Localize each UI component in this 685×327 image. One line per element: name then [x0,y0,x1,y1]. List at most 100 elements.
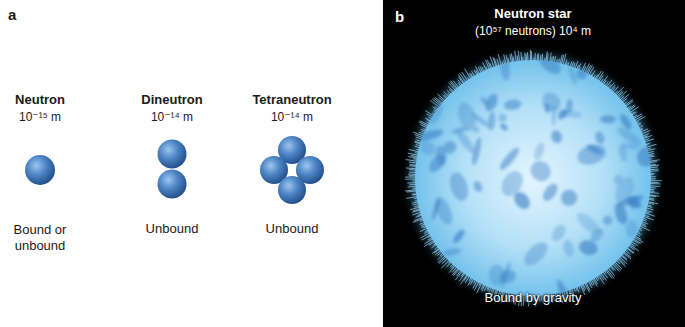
star-glow-spike [588,281,592,288]
star-glow-spike [422,235,431,240]
star-surface-patch [520,238,551,269]
star-glow-spike [609,83,614,89]
star-surface-patch [451,228,466,245]
star-surface-patch [497,145,521,172]
star-surface-patch [577,238,599,257]
star-glow-spike [420,228,427,231]
star-surface-patch [551,104,556,125]
star-glow-spike [554,56,555,63]
size-value: (10⁵⁷ neutrons) 10⁴ m [475,24,591,38]
size-value: 10⁻¹⁴ m [151,110,193,124]
star-glow-spike [409,165,416,167]
star-surface-patch [426,103,445,128]
star-glow-spike [646,144,657,147]
particle-name: Tetraneutron [252,92,331,108]
star-surface-patch [576,69,587,80]
star-surface-patch [562,238,576,258]
star-glow-spike [442,258,448,264]
star-glow-spike [441,260,449,268]
star-glow-spike [504,54,506,64]
star-glow-spike [538,53,539,61]
star-surface-patch [442,247,462,257]
star-glow-spike [405,177,416,178]
star-surface-patch [550,129,564,144]
star-glow-spike [405,190,417,191]
star-glow-spike [644,216,654,219]
star-glow-spike [410,207,420,209]
star-glow-spike [611,265,616,270]
star-glow-spike [409,162,417,163]
star-glow-spike [648,202,659,204]
star-surface-patch [415,127,444,143]
star-glow-spike [406,197,417,199]
star-glow-spike [408,174,416,175]
star-glow-spike [511,53,513,62]
star-glow-spike [602,76,608,84]
object-name: Neutron star [494,6,571,22]
star-glow-spike [550,52,551,62]
star-surface-patch [618,112,634,131]
star-glow-spike [582,63,586,72]
star-glow-spike [649,195,659,197]
star-glow-spike [416,215,422,217]
neutron-sphere [25,155,55,185]
star-glow-spike [650,183,661,185]
star-glow-spike [414,217,423,220]
star-glow-spike [650,180,662,181]
star-glow-spike [611,85,616,91]
star-surface-patch [543,103,551,114]
star-glow-spike [645,213,655,216]
star-glow-spike [531,51,532,61]
star-surface-patch [470,137,482,166]
star-glow-spike [413,132,424,136]
panel-letter: b [395,8,404,26]
star-glow-spike [506,55,508,64]
star-glow-spike [646,208,653,210]
star-surface-patch [630,200,638,210]
star-surface-patch [488,264,505,286]
star-surface-patch [447,170,471,203]
star-surface-patch [620,142,640,151]
star-glow-spike [526,54,527,61]
star-glow-spike [644,139,654,142]
star-surface-patch [625,220,637,238]
star-glow-spike [535,53,536,61]
particle-name: Neutron [15,92,65,108]
binding-note: Unbound [146,221,199,237]
star-glow-spike [600,274,604,280]
star-surface-patch [549,222,568,243]
binding-note: Bound by gravity [485,290,582,306]
star-glow-spike [406,160,418,162]
star-glow-spike [409,184,416,185]
star-surface-patch [594,131,606,146]
particle-name: Dineutron [141,92,202,108]
star-glow-spike [626,101,633,107]
star-glow-spike [497,59,499,66]
star-surface-patch [558,187,579,208]
star-glow-spike [650,170,659,172]
star-glow-spike [647,149,656,151]
star-surface-patch [600,115,616,123]
star-surface-patch [418,138,439,158]
star-glow-spike [452,267,457,273]
neutron-spheres [25,136,324,204]
star-glow-spike [635,116,643,120]
star-glow-spike [541,54,543,62]
star-glow-spike [598,275,604,284]
star-glow-spike [578,63,581,70]
star-surface-patch [497,167,527,200]
star-glow-spike [649,196,656,197]
star-glow-spike [649,165,659,167]
star-glow-spike [648,156,655,157]
star-glow-spike [515,51,517,62]
star-glow-spike [412,202,419,203]
star-glow-spike [453,81,459,88]
star-glow-spike [407,182,416,183]
star-glow-spike [473,281,477,289]
star-glow-spike [642,134,649,137]
star-glow-spike [409,172,416,173]
star-surface-patch [540,181,560,203]
star-glow-spike [450,81,457,89]
star-surface-patch [575,141,609,168]
star-glow-spike [493,57,496,67]
